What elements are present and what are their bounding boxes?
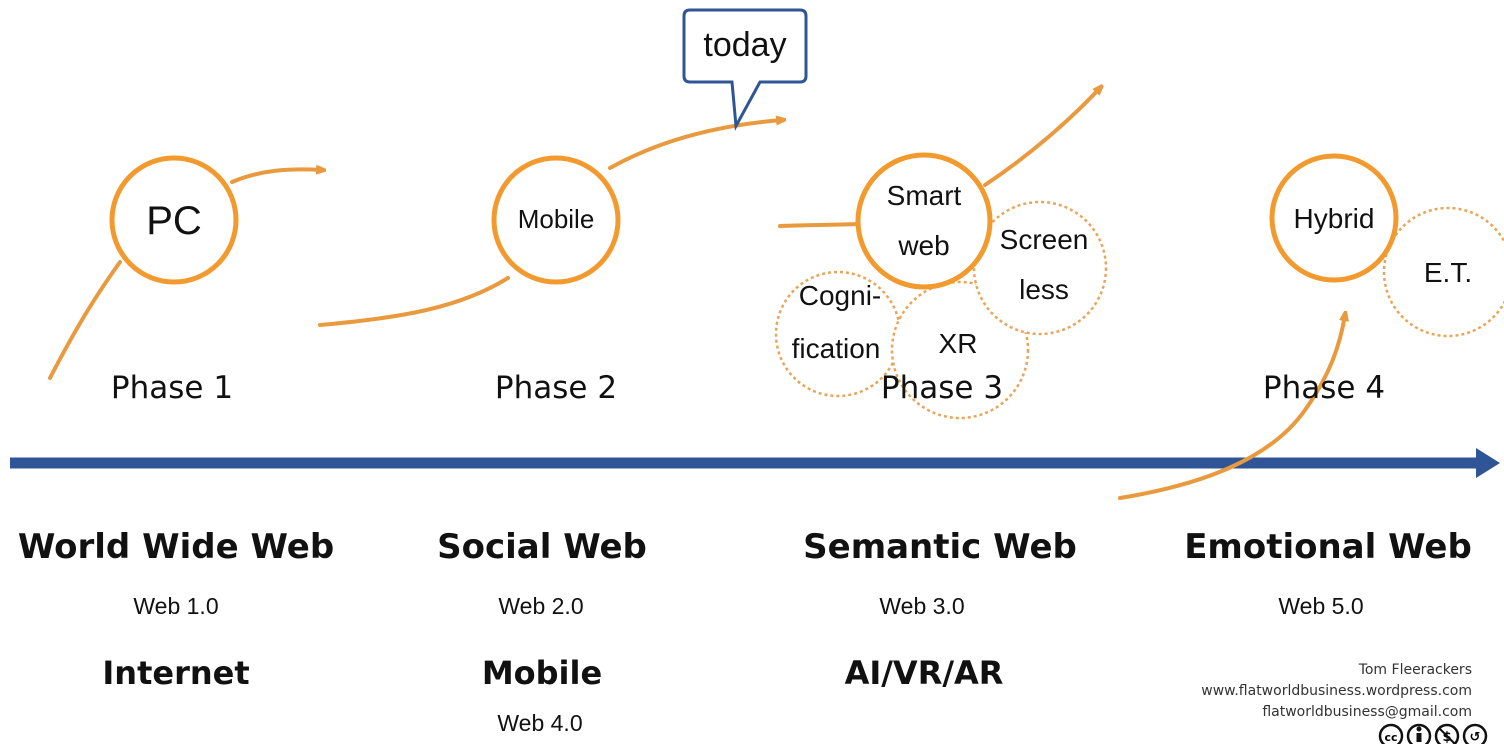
node-xr: XR bbox=[890, 280, 1030, 420]
era-2-version: Web 2.0 bbox=[498, 593, 584, 619]
node-screenless-line1: Screen bbox=[1000, 224, 1089, 255]
node-et: E.T. bbox=[1382, 206, 1504, 338]
node-smart-web: Smart web bbox=[855, 152, 993, 290]
credits-author: Tom Fleerackers bbox=[1358, 662, 1472, 678]
phase-4-label: Phase 4 bbox=[1262, 370, 1386, 406]
curve-phase1-out bbox=[230, 169, 322, 184]
node-hybrid: Hybrid bbox=[1269, 153, 1399, 283]
credits-email[interactable]: flatworldbusiness@gmail.com bbox=[1262, 704, 1472, 720]
era-1-tech: Internet bbox=[102, 654, 250, 692]
today-callout: today bbox=[682, 8, 808, 132]
phase-2-label: Phase 2 bbox=[494, 370, 618, 406]
curve-phase4 bbox=[1118, 315, 1345, 500]
credits-website[interactable]: www.flatworldbusiness.wordpress.com bbox=[1201, 683, 1472, 699]
node-smart-web-line2: web bbox=[897, 230, 949, 261]
node-mobile-label: Mobile bbox=[518, 204, 595, 234]
node-mobile: Mobile bbox=[491, 155, 621, 285]
era-1-version: Web 1.0 bbox=[133, 593, 219, 619]
curve-phase3-in bbox=[778, 222, 860, 228]
era-2-extra: Web 4.0 bbox=[497, 710, 583, 736]
era-2-tech: Mobile bbox=[481, 654, 603, 692]
node-pc-label: PC bbox=[146, 199, 202, 243]
node-screenless-line2: less bbox=[1019, 274, 1069, 305]
node-screenless: Screen less bbox=[972, 200, 1108, 336]
era-3-title: Semantic Web bbox=[803, 527, 1077, 567]
phase-3-label: Phase 3 bbox=[880, 370, 1004, 406]
era-4-title: Emotional Web bbox=[1184, 527, 1472, 567]
era-1-title: World Wide Web bbox=[17, 527, 335, 567]
svg-text:cc: cc bbox=[1384, 731, 1397, 744]
curve-phase3-out bbox=[983, 88, 1100, 187]
svg-text:↺: ↺ bbox=[1470, 730, 1481, 744]
node-smart-web-line1: Smart bbox=[887, 180, 962, 211]
node-et-label: E.T. bbox=[1424, 257, 1472, 288]
node-pc: PC bbox=[109, 155, 239, 285]
node-cognification-line2: fication bbox=[792, 333, 881, 364]
node-cognification: Cogni- fication bbox=[774, 270, 902, 398]
today-label: today bbox=[703, 26, 786, 64]
node-xr-label: XR bbox=[939, 328, 978, 359]
node-cognification-line1: Cogni- bbox=[799, 280, 881, 311]
curve-phase2 bbox=[318, 276, 510, 327]
node-hybrid-label: Hybrid bbox=[1294, 203, 1375, 234]
era-4-version: Web 5.0 bbox=[1278, 593, 1364, 619]
era-3-version: Web 3.0 bbox=[879, 593, 965, 619]
era-3-tech: AI/VR/AR bbox=[844, 654, 1004, 692]
cc-license-icon: cc $ ↺ bbox=[1378, 723, 1488, 744]
credits-block: Tom Fleerackers www.flatworldbusiness.wo… bbox=[1201, 660, 1472, 723]
era-2-title: Social Web bbox=[437, 527, 647, 567]
phase-1-label: Phase 1 bbox=[110, 370, 234, 406]
curve-phase2-out bbox=[608, 120, 782, 170]
curve-phase1 bbox=[48, 260, 122, 380]
